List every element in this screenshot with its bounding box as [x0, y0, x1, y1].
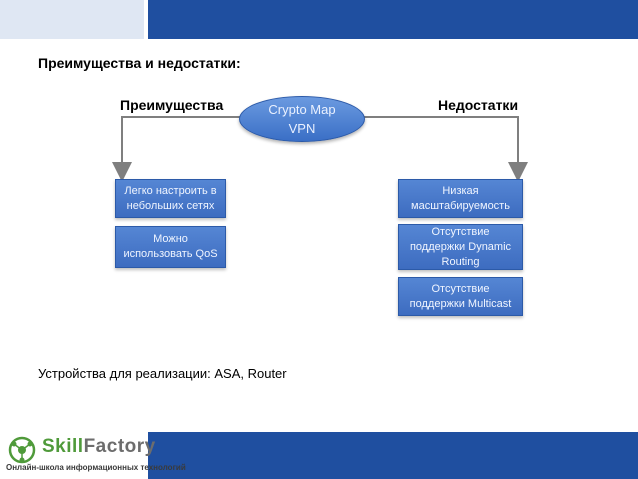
logo-network-icon: [8, 436, 36, 464]
disadvantage-1-line2: масштабируемость: [411, 199, 510, 212]
center-node-line2: VPN: [288, 121, 316, 136]
left-connector-arrow: [112, 116, 240, 182]
disadvantages-label: Недостатки: [438, 97, 519, 113]
advantage-2-line2: использовать QoS: [123, 248, 218, 260]
disadvantage-2-line3: Routing: [441, 255, 480, 268]
logo-tagline: Онлайн-школа информационных технологий: [6, 463, 186, 472]
disadvantage-3-line2: поддержки Multicast: [409, 297, 512, 310]
disadvantage-3-line1: Отсутствие: [431, 282, 490, 295]
disadvantage-2-line2: поддержки Dynamic: [409, 240, 512, 253]
disadvantage-2-line1: Отсутствие: [431, 225, 490, 238]
skillfactory-logo: SkillFactory Онлайн-школа информационных…: [6, 434, 186, 479]
header-band-left: [0, 0, 144, 39]
disadvantage-box: Низкая масштабируемость: [398, 179, 523, 218]
right-connector-arrow: [362, 116, 528, 182]
logo-word-skill: Skill: [42, 436, 84, 457]
advantage-1-line2: небольших сетях: [126, 199, 215, 212]
slide-heading: Преимущества и недостатки:: [38, 55, 241, 71]
advantages-label: Преимущества: [120, 97, 224, 113]
disadvantage-box: Отсутствие поддержки Dynamic Routing: [398, 224, 523, 270]
advantage-box: Можно использовать QoS: [115, 226, 226, 268]
center-node-line1: Crypto Map: [268, 102, 336, 117]
crypto-map-vpn-node: Crypto Map VPN: [239, 96, 365, 142]
logo-word-factory: Factory: [83, 436, 156, 457]
implementation-devices-text: Устройства для реализации: ASA, Router: [38, 366, 287, 381]
logo-wordmark: SkillFactory: [42, 436, 156, 458]
advantage-1-line1: Легко настроить в: [124, 184, 217, 197]
advantage-2-line1: Можно: [153, 233, 188, 245]
header-band-right: [148, 0, 638, 39]
disadvantage-box: Отсутствие поддержки Multicast: [398, 277, 523, 316]
footer-band: [148, 432, 638, 479]
disadvantage-1-line1: Низкая: [442, 184, 479, 197]
advantage-box: Легко настроить в небольших сетях: [115, 179, 226, 218]
